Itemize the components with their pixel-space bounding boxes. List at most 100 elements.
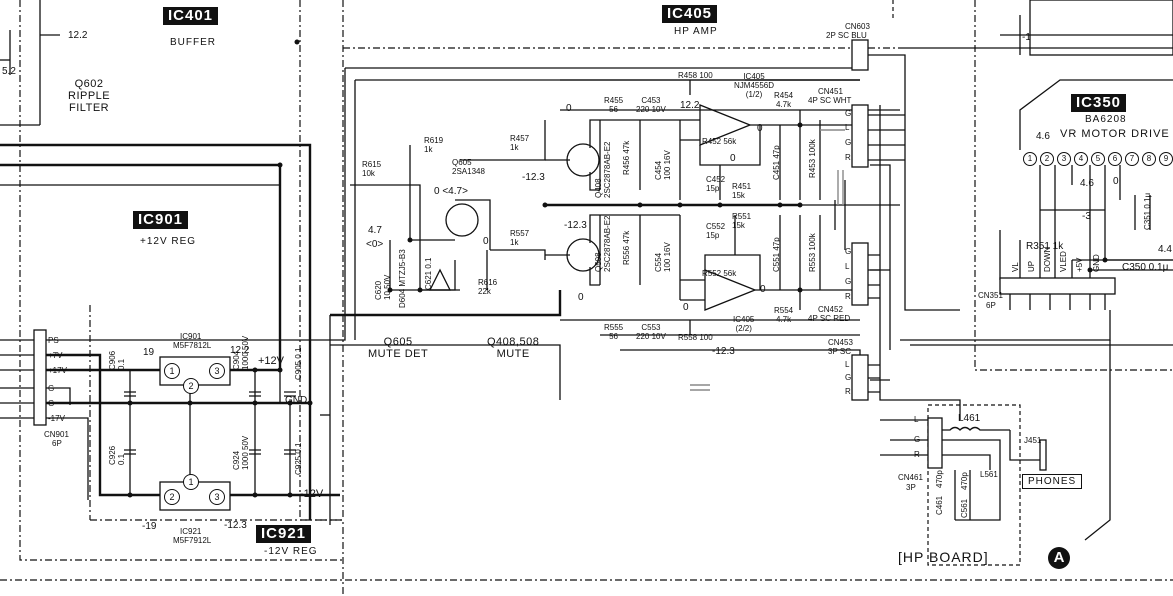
cn901-pin-17v: +17V (48, 366, 67, 375)
ic350-pin-5: 5 (1091, 152, 1105, 166)
cn351-pin-vl: VL (1011, 262, 1020, 272)
r557-label: R557 1k (510, 229, 530, 247)
q508-part: Q508 2SC2878AB-E2 (594, 215, 612, 272)
r615-label: R615 10k (362, 160, 382, 178)
r456-label: R456 47k (622, 140, 631, 175)
voltage-4-7: 4.7 (368, 225, 382, 236)
voltage-q408-0: 0 (566, 103, 572, 114)
c926-label: C926 0.1 (108, 445, 126, 465)
cn901-pin-g2: G (48, 399, 55, 408)
ic901-caption: +12V REG (140, 236, 197, 247)
ic921-pin-1: 1 (183, 474, 199, 490)
cn452-pin-r: R (845, 292, 851, 301)
cn461-pin-l: L (914, 415, 919, 424)
voltage-ic405-0d: 0 (683, 302, 689, 313)
r451-label: R451 15k (732, 182, 752, 200)
voltage-ic405-0b: 0 (730, 153, 736, 164)
r619-label: R619 1k (424, 136, 444, 154)
c454-label: C454 100 16V (654, 150, 672, 180)
voltage-ic405-neg: -12.3 (712, 346, 735, 357)
ic921-pin-3: 3 (209, 489, 225, 505)
voltage-ic350-4-6a: 4.6 (1036, 131, 1050, 142)
c351-label: C351 0.1μ (1143, 192, 1152, 230)
cn901-pin-7v: +7V (48, 351, 63, 360)
c621-label: C621 0.1 (424, 257, 433, 290)
c461-label: C461 (935, 495, 944, 515)
c551-label: C551 47p (772, 237, 781, 272)
r457-label: R457 1k (510, 134, 530, 152)
voltage-ic350-m3: -3 (1082, 211, 1091, 222)
voltage-ic350-4-6b: 4.6 (1080, 178, 1094, 189)
cn453-pin-l: L (845, 360, 850, 369)
cn351-pin-gnd: GND (1092, 254, 1101, 272)
cn351-ref: CN351 (978, 291, 1003, 300)
r555-label: R555 56 (604, 323, 624, 341)
r351-label: R351 1k (1026, 241, 1064, 252)
cn351-pin-up: UP (1027, 260, 1036, 272)
c553-label: C553 220 10V (636, 323, 666, 341)
voltage-ic405-0c: 0 (760, 284, 766, 295)
ic401-label: IC401 (163, 7, 219, 25)
c350-label: C350 0.1μ (1122, 262, 1169, 273)
cn351-pin-down: DOWN (1043, 246, 1052, 272)
d604-label: D604 MTZJ5-B3 (398, 249, 407, 308)
cn901-pin-m17v: -17V (48, 414, 65, 423)
ic350-pin-1: 1 (1023, 152, 1037, 166)
cn451-pin-r: R (845, 153, 851, 162)
q408-part: Q408 2SC2878AB-E2 (594, 141, 612, 198)
c453-label: C453 220 10V (636, 96, 666, 114)
c906-label: C906 0.1 (108, 350, 126, 370)
ic401-caption: BUFFER (170, 37, 216, 48)
ic350-part: BA6208 (1085, 114, 1127, 125)
c552-label: C552 15p (706, 222, 726, 240)
cn461-spec: 3P (906, 483, 916, 492)
ic405a-label: IC405 NJM4556D (1/2) (734, 72, 775, 99)
cn453-spec: 3P SC (828, 347, 851, 356)
ic901-ref: IC901 (180, 332, 202, 341)
ic901-pin-2: 2 (183, 378, 199, 394)
c461-value: 470p (935, 470, 944, 488)
ic901-vout: 12.2 (230, 345, 250, 356)
cn461-pin-r: R (914, 450, 920, 459)
ic901-pin-1: 1 (164, 363, 180, 379)
voltage-0-paren: <0> (366, 239, 384, 250)
cn603-ref: CN603 (845, 22, 870, 31)
cn451-pin-g1: G (845, 109, 852, 118)
cn351-pin-5v: +5V (1075, 257, 1084, 272)
r558-label: R558 100 (678, 333, 713, 342)
voltage-ic350-0: 0 (1113, 176, 1119, 187)
ic921-pin-2: 2 (164, 489, 180, 505)
cn451-pin-l: L (845, 123, 850, 132)
c905-label: C905 0.1 (294, 347, 303, 380)
c451-label: C451 47p (772, 145, 781, 180)
voltage-q508-e: -12.3 (564, 220, 587, 231)
cn451-pin-g2: G (845, 138, 852, 147)
r455-label: R455 56 (604, 96, 624, 114)
ic405-caption: HP AMP (674, 26, 718, 37)
voltage-ic350-4-4: 4.4 (1158, 244, 1172, 255)
cn901-pin-g1: G (48, 384, 55, 393)
cn901-ref: CN901 (44, 430, 69, 439)
ic921-vout: -12.3 (224, 520, 247, 531)
l461-label: L461 (958, 413, 981, 424)
ic921-ref: IC921 (180, 527, 202, 536)
minus1-label: -1 (1022, 32, 1031, 43)
r551-label: R551 15k (732, 212, 752, 230)
ic350-pin-2: 2 (1040, 152, 1054, 166)
r556-label: R556 47k (622, 230, 631, 265)
rail-pos-12v: +12V (258, 355, 284, 367)
ic921-part: M5F7912L (173, 536, 212, 545)
hp-board-label: [HP BOARD] (898, 549, 989, 565)
voltage-5-2: 5.2 (2, 66, 16, 77)
ic901-part: M5F7812L (173, 341, 212, 350)
cn461-ref: CN461 (898, 473, 923, 482)
l561-label: L561 (980, 470, 998, 479)
r454-label: R454 4.7k (774, 91, 794, 109)
cn901-size: 6P (52, 439, 62, 448)
ic901-label: IC901 (133, 211, 189, 229)
q408-label: Q408,508 MUTE (487, 336, 540, 360)
voltage-q605-0: 0 (483, 236, 489, 247)
voltage-12-2-top: 12.2 (68, 30, 88, 41)
j451-label: J451 (1024, 436, 1042, 445)
ic350-pin-3: 3 (1057, 152, 1071, 166)
